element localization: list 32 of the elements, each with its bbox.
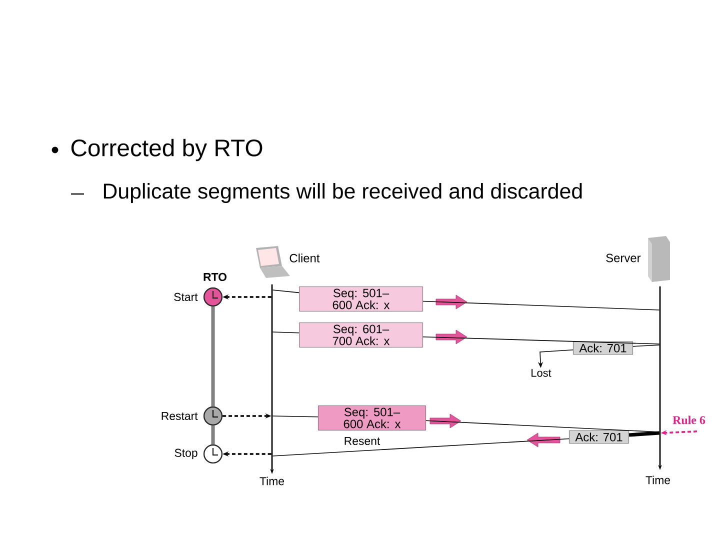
connector-line bbox=[422, 336, 660, 344]
caption-text: Stop bbox=[174, 448, 198, 460]
connector-line bbox=[272, 290, 300, 294]
caption-text: Resent bbox=[344, 437, 380, 445]
server-label: Server bbox=[606, 254, 641, 262]
client-label: Client bbox=[290, 254, 320, 262]
segment-box: Seq: 501–600 Ack: x bbox=[299, 286, 423, 312]
connector-line bbox=[632, 344, 660, 347]
heading-text: Corrected by RTO bbox=[71, 138, 262, 162]
segment-box: Seq: 601–700 Ack: x bbox=[299, 322, 423, 348]
ack-box: Ack: 701 bbox=[569, 430, 629, 444]
segment-box: Seq: 501–600 Ack: x bbox=[318, 406, 426, 430]
connector-line bbox=[426, 420, 660, 432]
clock-icon bbox=[203, 406, 223, 426]
caption-text: RTO bbox=[204, 272, 226, 282]
connector-line bbox=[211, 306, 215, 406]
rule-label: Rule 6 bbox=[672, 416, 706, 424]
clock-icon bbox=[203, 287, 223, 307]
connector-line bbox=[272, 332, 300, 334]
connector-line bbox=[628, 431, 660, 437]
lost-label: Lost bbox=[532, 369, 552, 377]
connector-line bbox=[211, 426, 215, 444]
connector-line bbox=[272, 438, 570, 456]
connector-line bbox=[422, 300, 660, 310]
connector-line bbox=[272, 416, 318, 418]
caption-text: Time bbox=[260, 476, 284, 486]
caption-text: Restart bbox=[162, 412, 198, 420]
subheading-text: Duplicate segments will be received and discarded bbox=[104, 183, 582, 203]
caption-text: Time bbox=[646, 476, 670, 484]
caption-text: Start bbox=[174, 292, 198, 302]
ack-box: Ack: 701 bbox=[573, 341, 633, 355]
clock-icon bbox=[203, 444, 223, 464]
